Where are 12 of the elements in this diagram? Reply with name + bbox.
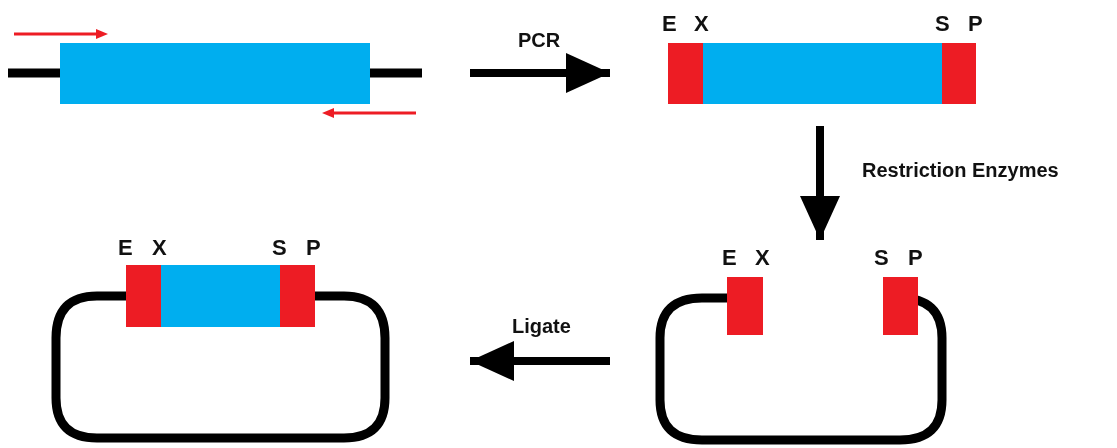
site-label: P bbox=[908, 246, 923, 270]
site-label: P bbox=[306, 236, 321, 260]
site-label: X bbox=[694, 12, 709, 36]
site-label: S bbox=[935, 12, 950, 36]
site-label: S bbox=[874, 246, 889, 270]
site-label: P bbox=[968, 12, 983, 36]
site-label: E bbox=[118, 236, 133, 260]
site-label: X bbox=[755, 246, 770, 270]
site-label: E bbox=[662, 12, 677, 36]
site-label: S bbox=[272, 236, 287, 260]
site-label: X bbox=[152, 236, 167, 260]
site-label: E bbox=[722, 246, 737, 270]
